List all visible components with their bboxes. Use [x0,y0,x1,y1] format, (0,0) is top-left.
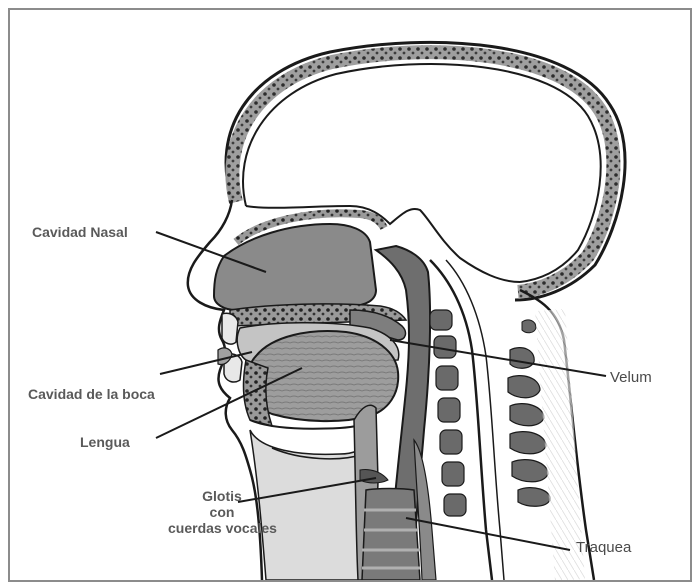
label-glottis-line2: con [168,504,276,520]
label-glottis: Glotis con cuerdas vocales [168,488,276,536]
label-nasal-cavity: Cavidad Nasal [32,224,128,240]
label-mouth-cavity: Cavidad de la boca [28,386,155,402]
label-tongue: Lengua [80,434,130,450]
label-trachea: Traquea [576,540,631,556]
upper-teeth [222,313,238,344]
label-glottis-line1: Glotis [168,488,276,504]
atlas [522,320,536,333]
diagram-frame: Cavidad Nasal Cavidad de la boca Lengua … [8,8,692,582]
label-velum: Velum [610,370,652,386]
label-glottis-line3: cuerdas vocales [168,520,276,536]
cervical-vertebrae-front [430,310,466,516]
trachea-tube [362,489,420,581]
head-cross-section [10,10,690,580]
